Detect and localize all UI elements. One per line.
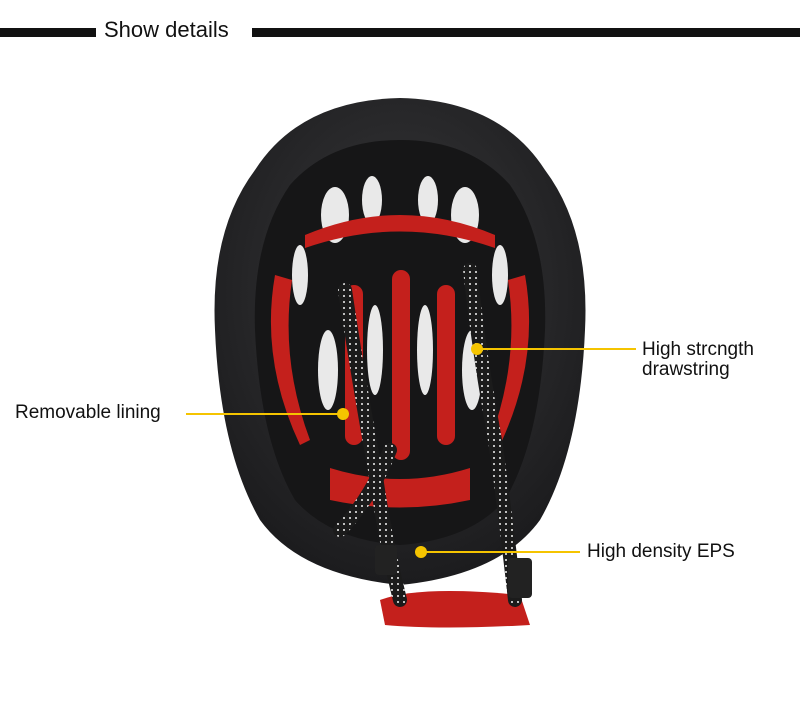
- callout-dot-drawstring: [471, 343, 483, 355]
- section-title: Show details: [104, 17, 229, 42]
- callout-line-lining: [186, 413, 342, 415]
- label-drawstring-line2: drawstring: [642, 359, 730, 380]
- callout-dot-lining: [337, 408, 349, 420]
- label-high-density-eps: High density EPS: [587, 541, 735, 562]
- callout-line-drawstring: [480, 348, 636, 350]
- callout-dot-eps: [415, 546, 427, 558]
- header-rule-right: [252, 28, 800, 37]
- callout-line-eps: [424, 551, 580, 553]
- label-drawstring-line1: High strcngth: [642, 339, 754, 360]
- label-removable-lining: Removable lining: [15, 402, 161, 423]
- header-rule-left: [0, 28, 96, 37]
